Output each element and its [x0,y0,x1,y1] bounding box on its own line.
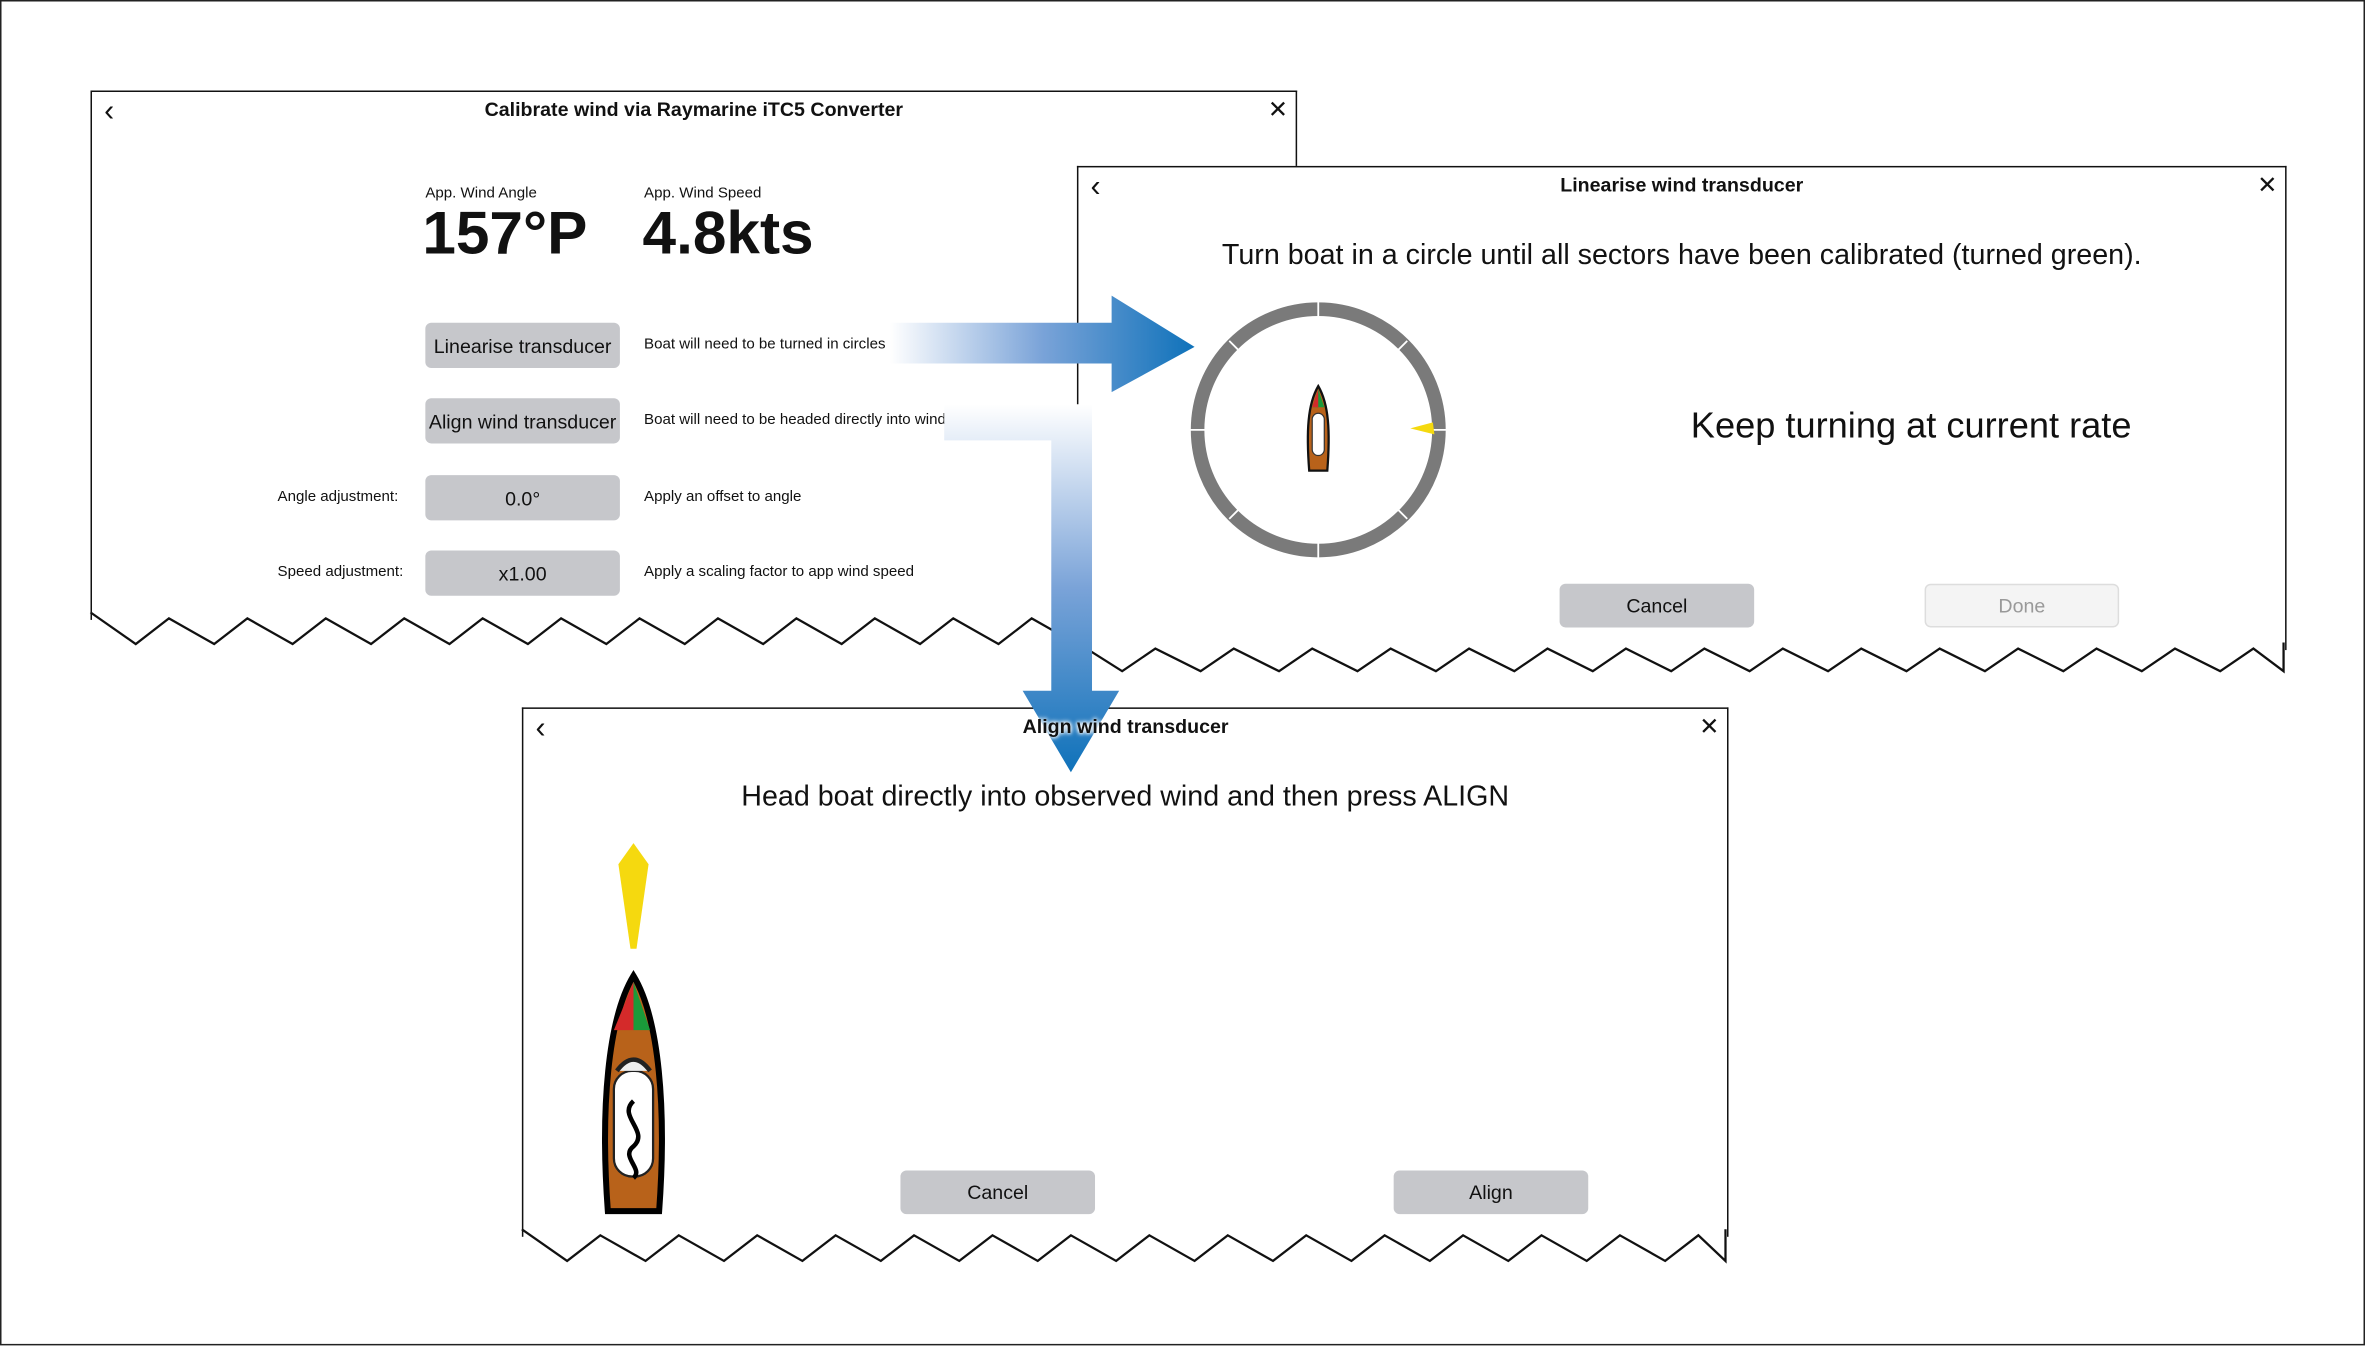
aws-label: App. Wind Speed [644,185,762,203]
align-wind-transducer-button[interactable]: Align wind transducer [425,398,620,444]
align-wind-dialog: ‹ ✕ Head boat directly into observed win… [521,707,1729,1237]
speed-adjustment-label: Speed adjustment: [277,564,404,581]
instruction-text: Head boat directly into observed wind an… [741,781,1510,813]
angle-adjustment-field[interactable]: 0.0° [425,475,620,521]
boat-icon [602,970,665,1215]
boat-with-wind [602,843,665,1215]
awa-value: 157°P [422,200,588,267]
cancel-button[interactable]: Cancel [900,1170,1096,1215]
back-icon[interactable]: ‹ [535,711,546,746]
status-text: Keep turning at current rate [1690,405,2132,447]
align-desc: Boat will need to be headed directly int… [644,411,946,429]
cancel-button[interactable]: Cancel [1559,583,1755,628]
linearise-desc: Boat will need to be turned in circles [644,336,886,353]
aws-value: 4.8kts [642,200,814,267]
back-icon[interactable]: ‹ [1090,170,1101,204]
instruction-text: Turn boat in a circle until all sectors … [1221,239,2142,272]
close-icon[interactable]: ✕ [2257,173,2278,200]
close-icon[interactable]: ✕ [1267,98,1289,124]
close-icon[interactable]: ✕ [1699,714,1720,741]
wind-indicator-icon [1410,422,1435,435]
linearise-wind-dialog: ‹ Linearise wind transducer ✕ Turn boat … [1076,165,2287,651]
dialog-title: Calibrate wind via Raymarine iTC5 Conver… [484,98,904,121]
speed-adjustment-field[interactable]: x1.00 [425,550,620,596]
done-button[interactable]: Done [1924,583,2120,628]
angle-desc: Apply an offset to angle [644,488,802,506]
angle-adjustment-label: Angle adjustment: [277,488,399,506]
linearise-transducer-button[interactable]: Linearise transducer [425,322,620,369]
arrow-down-icon [944,404,1120,773]
back-icon[interactable]: ‹ [104,95,115,129]
dialog-title: Align wind transducer [1022,714,1229,738]
awa-label: App. Wind Angle [425,185,537,203]
boat-icon-small [1306,383,1330,472]
arrow-right-icon [889,295,1195,393]
speed-desc: Apply a scaling factor to app wind speed [644,564,915,581]
dialog-title: Linearise wind transducer [1560,173,1804,197]
wind-arrow-icon [618,843,649,949]
align-button[interactable]: Align [1393,1170,1589,1215]
calibration-ring [1190,301,1447,559]
